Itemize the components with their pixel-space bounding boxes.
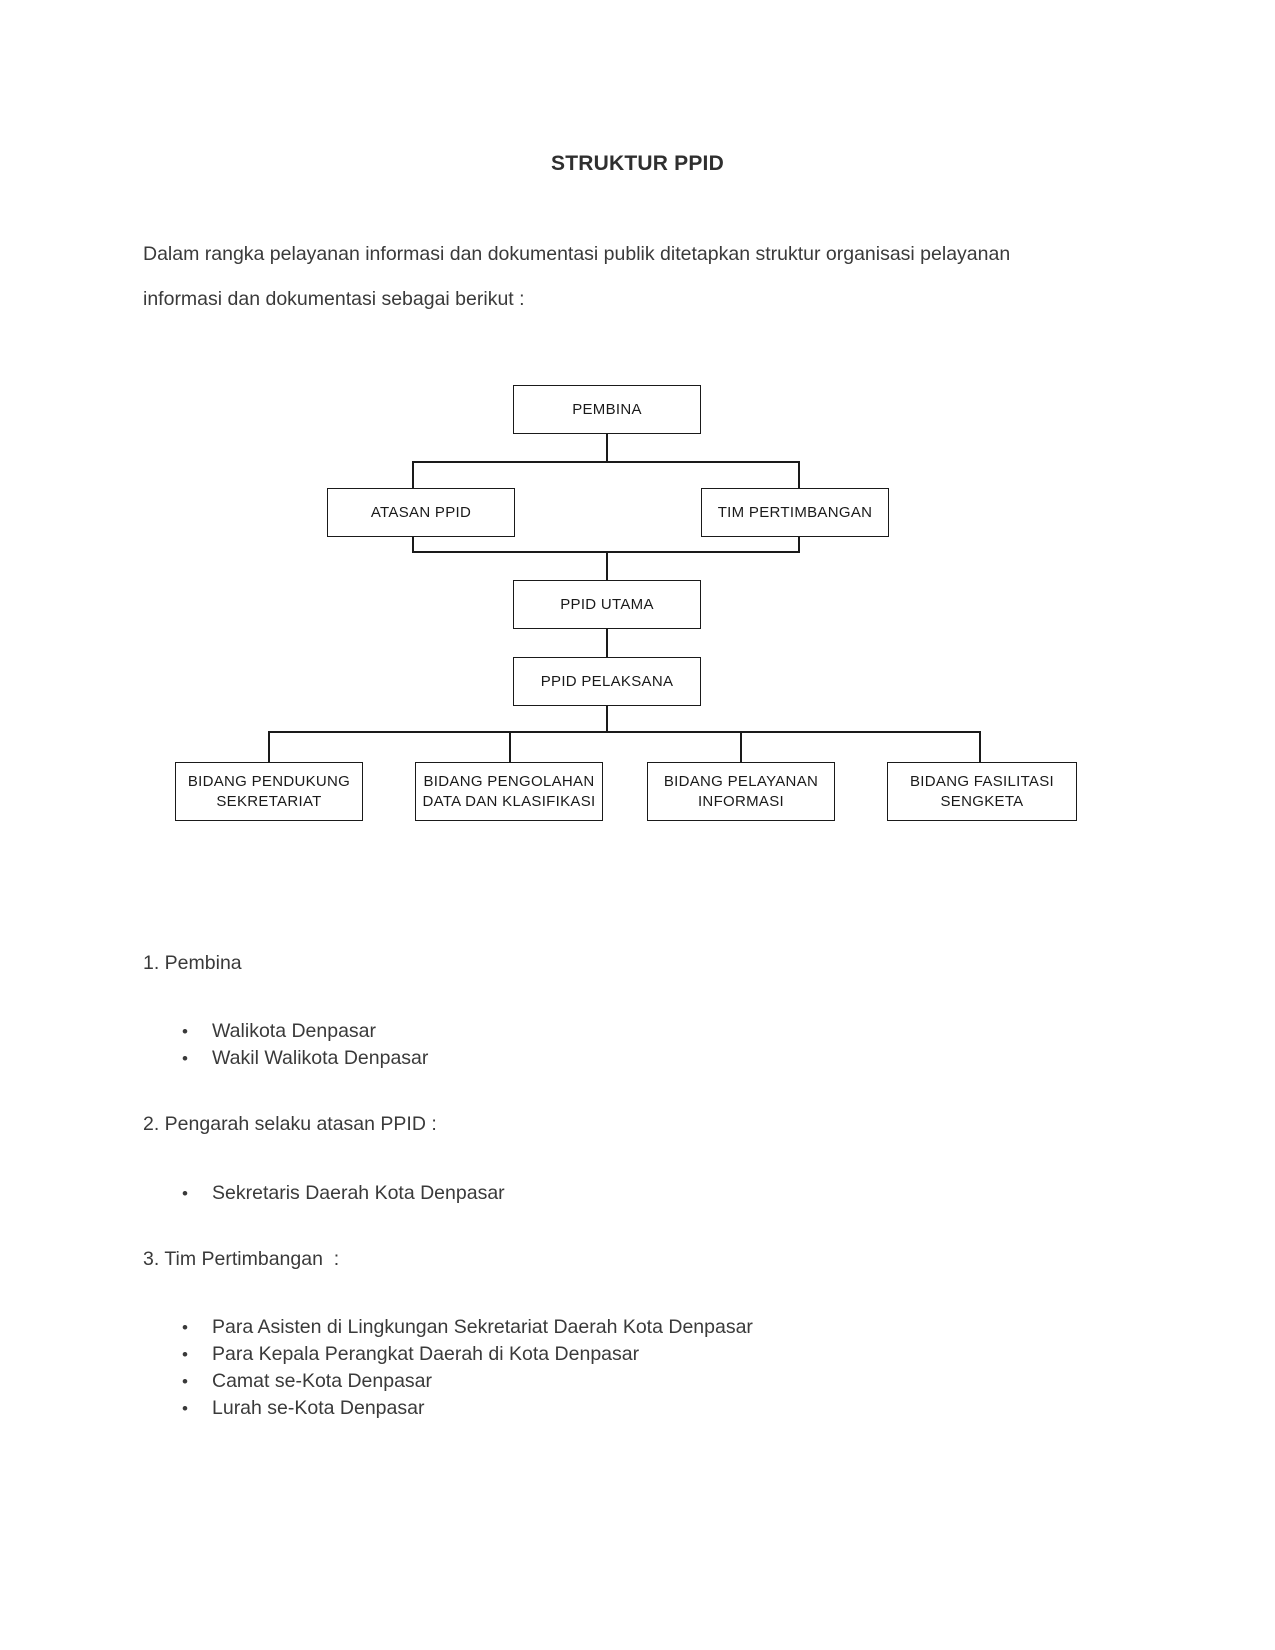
list-item: • Para Asisten di Lingkungan Sekretariat… bbox=[176, 1314, 753, 1341]
node-bidang-pendukung-label-1: BIDANG PENDUKUNG bbox=[187, 772, 351, 790]
bullet-icon: • bbox=[182, 1372, 188, 1391]
list-item: • Sekretaris Daerah Kota Denpasar bbox=[176, 1180, 505, 1207]
connector-atasan-down bbox=[412, 530, 414, 552]
bullet-icon: • bbox=[182, 1345, 188, 1364]
section-list-2: • Sekretaris Daerah Kota Denpasar bbox=[176, 1180, 505, 1207]
node-tim-pertimbangan: TIM PERTIMBANGAN bbox=[701, 488, 889, 537]
list-item: • Lurah se-Kota Denpasar bbox=[176, 1395, 753, 1422]
section-heading-2: 2. Pengarah selaku atasan PPID : bbox=[143, 1113, 437, 1135]
connector-to-bidang-pelayanan bbox=[740, 731, 742, 762]
bullet-icon: • bbox=[182, 1399, 188, 1418]
section-heading-1: 1. Pembina bbox=[143, 952, 242, 974]
node-bidang-pelayanan: BIDANG PELAYANAN INFORMASI bbox=[647, 762, 835, 821]
connector-tim-down bbox=[798, 530, 800, 552]
node-bidang-pengolahan: BIDANG PENGOLAHAN DATA DAN KLASIFIKASI bbox=[415, 762, 603, 821]
connector-to-tim bbox=[798, 461, 800, 488]
connector-utama-pelaksana bbox=[606, 629, 608, 657]
list-item: • Para Kepala Perangkat Daerah di Kota D… bbox=[176, 1341, 753, 1368]
node-bidang-fasilitasi: BIDANG FASILITASI SENGKETA bbox=[887, 762, 1077, 821]
node-atasan-ppid-label: ATASAN PPID bbox=[370, 503, 472, 521]
connector-pembina-down bbox=[606, 434, 608, 462]
list-item-label: Camat se-Kota Denpasar bbox=[212, 1370, 433, 1392]
connector-pelaksana-down bbox=[606, 706, 608, 732]
node-bidang-fasilitasi-label-1: BIDANG FASILITASI bbox=[909, 772, 1055, 790]
connector-to-bidang-pengolahan bbox=[509, 731, 511, 762]
connector-bidang-bar bbox=[268, 731, 980, 733]
node-ppid-utama: PPID UTAMA bbox=[513, 580, 701, 629]
node-bidang-pengolahan-label-1: BIDANG PENGOLAHAN bbox=[423, 772, 595, 790]
list-item-label: Walikota Denpasar bbox=[212, 1020, 377, 1042]
bullet-icon: • bbox=[182, 1318, 188, 1337]
node-ppid-pelaksana: PPID PELAKSANA bbox=[513, 657, 701, 706]
node-pembina-label: PEMBINA bbox=[572, 400, 642, 418]
section-heading-3: 3. Tim Pertimbangan : bbox=[143, 1248, 340, 1270]
node-bidang-pelayanan-label-2: INFORMASI bbox=[697, 792, 785, 810]
bullet-icon: • bbox=[182, 1184, 188, 1203]
bullet-icon: • bbox=[182, 1022, 188, 1041]
node-ppid-utama-label: PPID UTAMA bbox=[560, 595, 654, 613]
list-item-label: Wakil Walikota Denpasar bbox=[212, 1047, 429, 1069]
connector-merge-to-utama bbox=[606, 551, 608, 580]
node-bidang-fasilitasi-label-2: SENGKETA bbox=[940, 792, 1024, 810]
section-list-1: • Walikota Denpasar • Wakil Walikota Den… bbox=[176, 1018, 428, 1072]
list-item-label: Sekretaris Daerah Kota Denpasar bbox=[212, 1182, 505, 1204]
node-atasan-ppid: ATASAN PPID bbox=[327, 488, 515, 537]
connector-to-bidang-pendukung bbox=[268, 731, 270, 762]
list-item-label: Para Kepala Perangkat Daerah di Kota Den… bbox=[212, 1343, 640, 1365]
list-item-label: Para Asisten di Lingkungan Sekretariat D… bbox=[212, 1316, 753, 1338]
section-list-3: • Para Asisten di Lingkungan Sekretariat… bbox=[176, 1314, 753, 1422]
list-item: • Walikota Denpasar bbox=[176, 1018, 428, 1045]
intro-paragraph: Dalam rangka pelayanan informasi dan dok… bbox=[143, 243, 1011, 310]
node-bidang-pendukung-label-2: SEKRETARIAT bbox=[216, 792, 322, 810]
page-title: STRUKTUR PPID bbox=[551, 152, 724, 175]
node-bidang-pendukung: BIDANG PENDUKUNG SEKRETARIAT bbox=[175, 762, 363, 821]
connector-to-bidang-fasilitasi bbox=[979, 731, 981, 762]
bullet-icon: • bbox=[182, 1049, 188, 1068]
list-item: • Wakil Walikota Denpasar bbox=[176, 1045, 428, 1072]
connector-to-atasan bbox=[412, 461, 414, 488]
node-bidang-pengolahan-label-2: DATA DAN KLASIFIKASI bbox=[422, 792, 596, 810]
list-item: • Camat se-Kota Denpasar bbox=[176, 1368, 753, 1395]
node-tim-pertimbangan-label: TIM PERTIMBANGAN bbox=[717, 503, 873, 521]
org-chart: PEMBINA ATASAN PPID TIM PERTIMBANGAN PPI… bbox=[0, 370, 1275, 840]
node-pembina: PEMBINA bbox=[513, 385, 701, 434]
node-bidang-pelayanan-label-1: BIDANG PELAYANAN bbox=[663, 772, 819, 790]
list-item-label: Lurah se-Kota Denpasar bbox=[212, 1397, 425, 1419]
connector-level2-bar bbox=[412, 461, 800, 463]
node-ppid-pelaksana-label: PPID PELAKSANA bbox=[540, 672, 674, 690]
